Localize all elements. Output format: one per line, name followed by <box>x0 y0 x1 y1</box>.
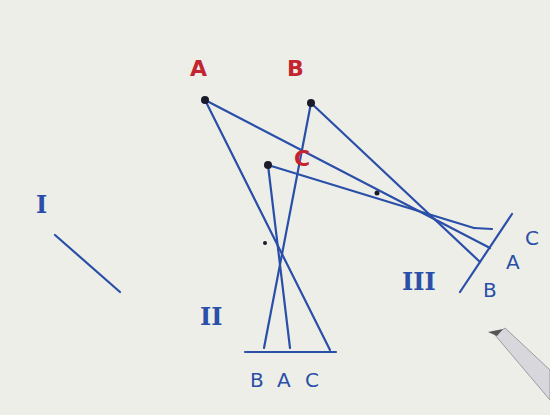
projection-letter: A <box>277 370 291 390</box>
point-dot <box>263 241 267 245</box>
projection-letter: B <box>483 280 497 300</box>
screen-number: II <box>200 305 222 329</box>
projection-letter: A <box>506 252 520 272</box>
projection-letter: C <box>525 228 539 248</box>
pen-body <box>495 328 550 400</box>
ray-line <box>264 103 311 348</box>
ray-line <box>268 165 474 228</box>
point-dot <box>375 191 380 196</box>
point-dot <box>307 99 315 107</box>
point-dot <box>201 96 209 104</box>
ray-line <box>474 228 492 229</box>
point-label: C <box>294 148 310 170</box>
screen-line <box>55 235 120 292</box>
point-label: A <box>190 58 207 80</box>
pen-tip <box>488 329 503 336</box>
ray-line <box>311 103 480 262</box>
ray-line <box>268 165 290 348</box>
projection-letter: C <box>305 370 319 390</box>
pen <box>488 328 550 400</box>
screen-number: I <box>36 193 47 217</box>
ray-line <box>205 100 330 350</box>
screen-line <box>245 351 336 353</box>
screen-number: III <box>402 270 436 294</box>
projection-letter: B <box>250 370 264 390</box>
point-dot <box>264 161 272 169</box>
ray-line <box>205 100 490 248</box>
rays <box>55 100 512 352</box>
points <box>201 96 380 245</box>
point-label: B <box>287 58 304 80</box>
